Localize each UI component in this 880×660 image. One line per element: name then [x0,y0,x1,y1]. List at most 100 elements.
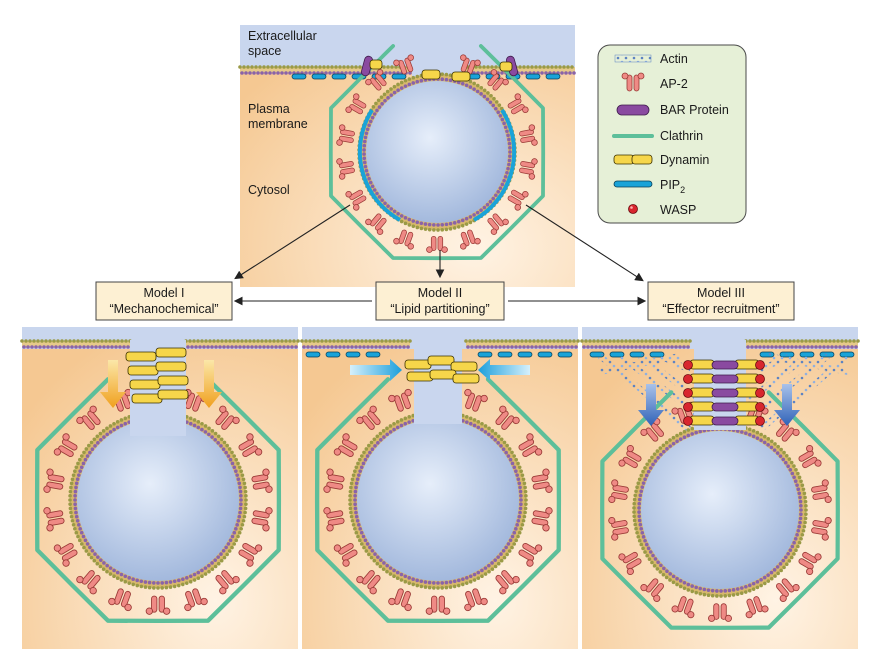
lipid-head [755,430,760,435]
lipid-head [234,345,238,349]
lipid-head [735,592,740,596]
model-1-title: Model I [144,286,185,300]
lipid-head [188,574,193,579]
lipid-head [272,339,276,343]
lipid-head [778,562,783,566]
ap2-ear [336,139,343,146]
lipid-head [164,580,169,585]
lipid-head [684,339,688,343]
lipid-head [314,345,318,349]
lipid-head [236,339,240,343]
ap2-subunit [252,510,270,519]
lipid-head [411,219,416,223]
lipid-head [274,65,278,69]
ap2-subunit [651,583,664,598]
lipid-head [427,227,432,232]
ap2-ear [43,507,51,515]
ap2-ear [514,204,521,211]
ap2-subunit [46,510,64,519]
lipid-head [546,65,550,69]
lipid-head [119,572,124,577]
lipid-head [232,339,236,343]
ap2-subunit [465,392,476,410]
legend-label-actin: Actin [660,52,688,66]
lipid-head [112,568,116,573]
clathrin-cage [328,44,546,261]
lipid-head [468,79,473,84]
lipid-head [643,477,647,482]
lipid-head [490,435,494,439]
ap2-ear [531,139,538,146]
ap2-subunit [612,527,629,536]
lipid-head [639,473,644,478]
lipid-head [74,514,79,519]
lipid-head [160,586,164,590]
lipid-head [800,339,804,343]
lipid-head [139,579,144,584]
lipid-head [452,579,457,584]
lipid-head [710,593,715,598]
lipid-head [500,71,504,75]
lipid-head [68,502,72,506]
ap2-adaptor [76,405,101,430]
lipid-head [100,339,104,343]
ap2-adaptor [43,507,65,532]
legend-label-clathrin: Clathrin [660,129,703,143]
lipid-head [739,591,744,596]
lipid-head [472,572,477,577]
ap2-subunit [341,438,358,451]
ap2-ear [618,459,626,467]
lipid-head [803,516,808,521]
ap2-ear [388,394,396,403]
ap2-ear [388,597,396,606]
ap2-ear [792,428,800,436]
lipid-head [502,440,507,445]
ap2-subunit [460,231,470,247]
lipid-head [444,77,449,82]
lipid-head [641,535,646,539]
lipid-head [735,429,740,433]
lipid-head [74,345,78,349]
lipid-head [604,339,608,343]
lipid-head [554,345,558,349]
ap2-adaptor [518,542,543,567]
ap2-adaptor [640,578,664,602]
lipid-head [234,527,238,531]
lipid-head [510,450,514,455]
lipid-head [238,510,242,515]
ap2-adaptor [251,507,273,532]
lipid-head [370,447,375,451]
lipid-head [662,566,666,571]
lipid-head [801,528,806,533]
ap2-subunit [393,395,404,412]
lipid-head [534,345,538,349]
lipid-head [90,549,95,553]
lipid-head [221,549,226,553]
lipid-head [239,498,243,502]
lipid-head [332,339,336,343]
ap2-subunit [626,450,642,462]
ap2-ear [611,533,619,541]
lipid-head [773,442,777,446]
ap2-ear [779,594,787,602]
ap2-adaptor [531,468,553,493]
lipid-head [482,205,487,210]
lipid-head [427,222,432,227]
lipid-head [690,584,694,588]
lipid-head [95,561,100,566]
lipid-head [640,531,645,535]
lipid-head [357,457,362,462]
lipid-head [88,545,92,550]
ap2-subunit [511,189,525,200]
model-3-panel [580,327,860,649]
lipid-head [783,460,788,465]
lipid-head [508,150,512,154]
ap2-ear [474,59,481,67]
lipid-head [320,339,324,343]
lipid-head [304,339,308,343]
lipid-head [747,588,752,593]
lipid-head [482,94,487,99]
lipid-head [238,489,243,494]
dynamin-subunit [125,351,157,362]
lipid-head [376,441,380,445]
